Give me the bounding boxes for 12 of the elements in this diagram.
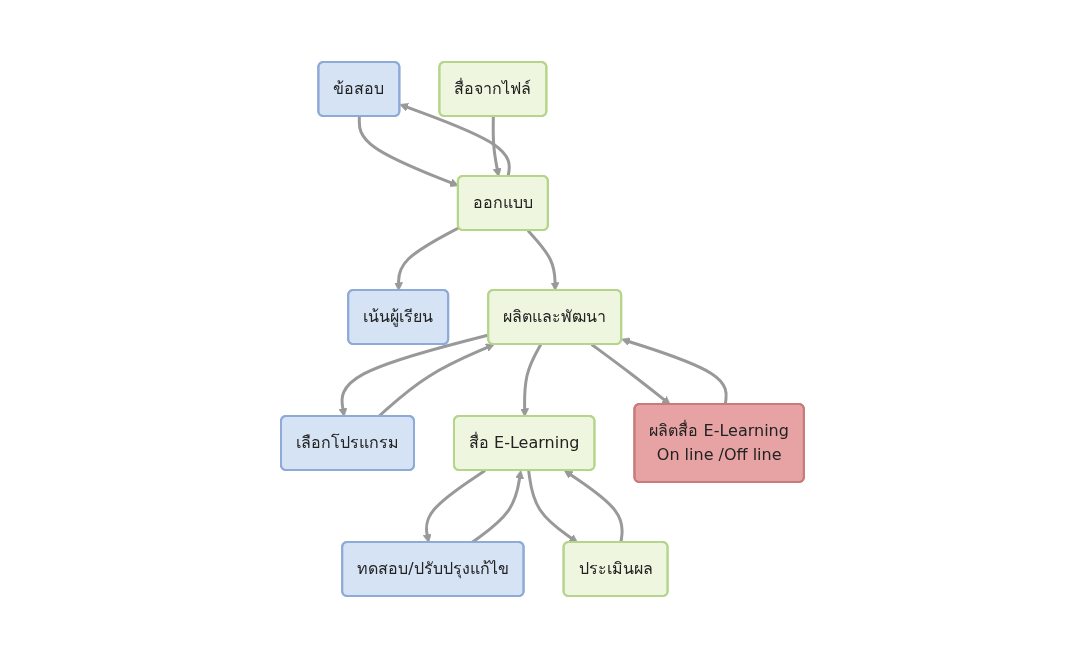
arrow [399, 103, 511, 177]
arrow [590, 343, 671, 405]
arrow [563, 470, 624, 543]
arrow [491, 116, 502, 177]
arrow [526, 470, 578, 543]
arrow [377, 343, 495, 418]
arrow [519, 343, 542, 417]
arrow [620, 337, 728, 405]
arrow [470, 470, 524, 544]
arrow [393, 226, 460, 291]
arrow [526, 229, 559, 291]
arrow [422, 469, 486, 543]
